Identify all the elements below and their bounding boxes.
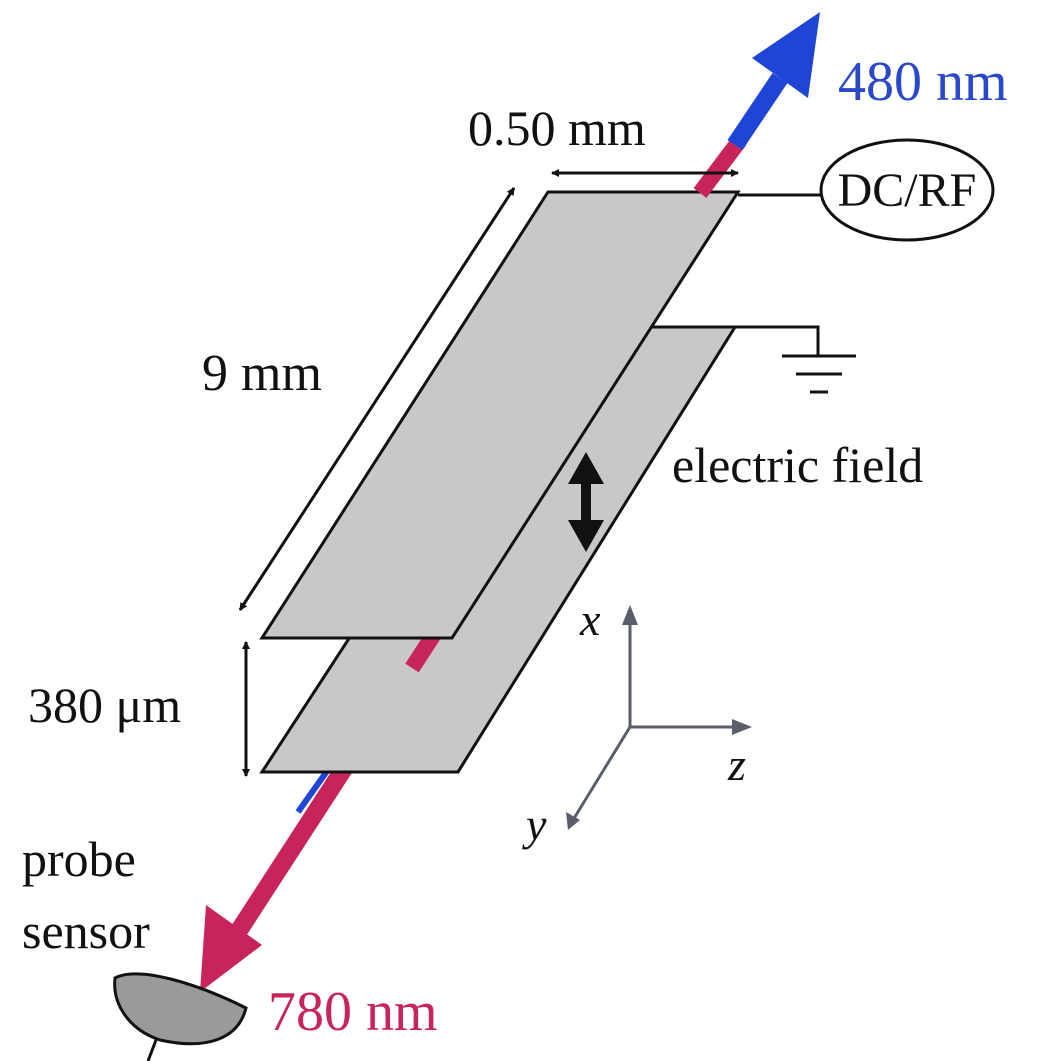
blue-arrowhead (752, 12, 820, 98)
probe-sensor-icon (113, 972, 248, 1061)
coordinate-axes (566, 605, 752, 830)
field-double-arrow (568, 452, 604, 552)
dcrf-source (819, 138, 995, 242)
axis-z-label: z (727, 739, 746, 790)
field-label: electric field (672, 437, 923, 493)
blue-beam-top (727, 72, 788, 151)
gap-label: 380 μm (28, 677, 181, 733)
ground-icon (652, 325, 856, 394)
source-label: DC/RF (838, 164, 977, 217)
length-dimension-arrow (238, 187, 516, 611)
width-label: 0.50 mm (468, 100, 646, 156)
axis-y-label: y (522, 799, 547, 850)
probe-label-line1: probe (22, 831, 136, 887)
y-axis-arrow (571, 726, 632, 821)
blue-wavelength-label: 480 nm (838, 51, 1008, 113)
red-arrowhead (200, 905, 262, 992)
length-label: 9 mm (202, 345, 322, 402)
probe-label-line2: sensor (22, 903, 150, 959)
red-beam-top (693, 135, 747, 198)
red-wavelength-label: 780 nm (268, 981, 438, 1043)
axis-x-label: x (579, 594, 601, 645)
